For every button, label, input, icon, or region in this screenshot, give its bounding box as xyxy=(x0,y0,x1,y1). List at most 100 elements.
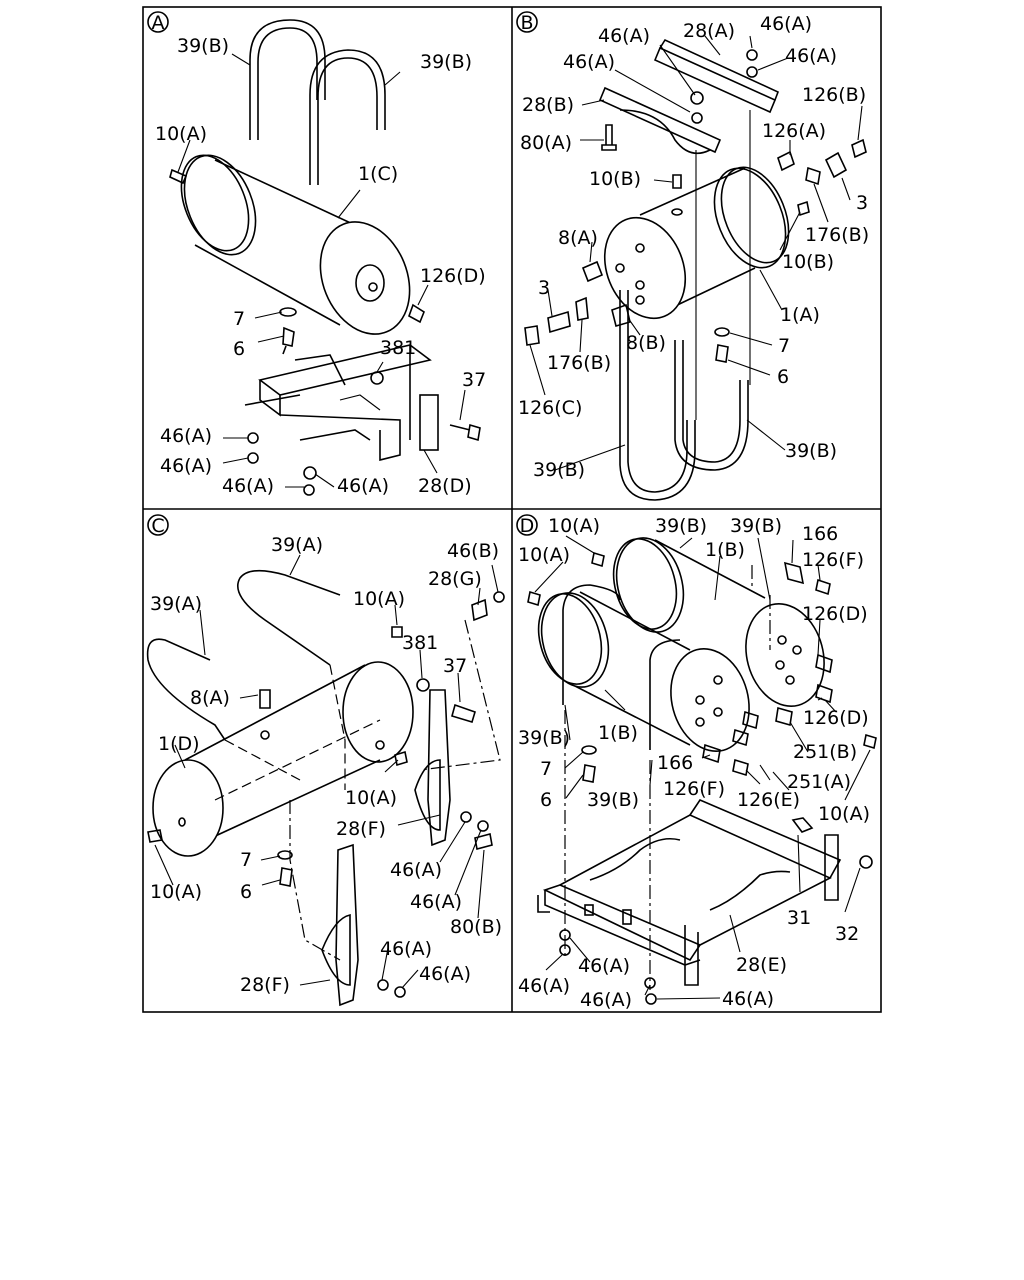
union-3-left xyxy=(547,310,571,334)
label-46a-a-3: 46(A) xyxy=(222,475,274,497)
label-46a-b-1: 46(A) xyxy=(598,25,650,47)
label-10a-d-2: 10(A) xyxy=(518,544,570,566)
fitting-251b xyxy=(775,706,793,727)
bracket-28e xyxy=(537,799,842,986)
label-10b-b-2: 10(B) xyxy=(782,251,834,273)
union-3-right xyxy=(824,151,848,179)
label-80a: 80(A) xyxy=(520,132,572,154)
nut-46a-b-2 xyxy=(690,91,704,124)
label-1d: 1(D) xyxy=(158,733,200,755)
bracket-28g xyxy=(471,598,488,622)
label-28d: 28(D) xyxy=(418,475,472,497)
nut-46a-c-4 xyxy=(394,986,406,998)
washer-7 xyxy=(279,307,297,317)
plug-10a-c-mid xyxy=(394,750,408,767)
nut-46b xyxy=(493,591,505,603)
u-bolt-39b-right xyxy=(309,49,386,185)
label-39b-a-left: 39(B) xyxy=(177,35,229,57)
plug-10a-d-2 xyxy=(527,590,541,607)
label-8a-c: 8(A) xyxy=(190,687,230,709)
label-10b-b-1: 10(B) xyxy=(589,168,641,190)
fitting-8a-c xyxy=(259,689,271,740)
strap-39b-d-2 xyxy=(649,639,681,750)
panel-d-letter: D xyxy=(520,515,535,537)
nut-46a-d-4 xyxy=(645,993,657,1005)
label-7-c: 7 xyxy=(240,849,252,871)
label-176b-left: 176(B) xyxy=(547,352,611,374)
nut-46a-d-1 xyxy=(559,929,571,941)
label-10a-a: 10(A) xyxy=(155,123,207,145)
bracket-28f-lower xyxy=(321,843,359,1007)
bracket-28a xyxy=(653,38,780,114)
fitting-126d xyxy=(408,303,425,324)
label-126b: 126(B) xyxy=(802,84,866,106)
label-166-bottom: 166 xyxy=(657,752,693,774)
nut-46a-c-2 xyxy=(477,820,489,832)
air-tank-1b-front xyxy=(537,591,750,752)
label-7-d: 7 xyxy=(540,758,552,780)
drain-cock-6 xyxy=(282,326,295,355)
label-39b-d-1: 39(B) xyxy=(655,515,707,537)
fitting-126d-d-1 xyxy=(815,653,833,674)
label-126d-a: 126(D) xyxy=(420,265,486,287)
washer-7-b xyxy=(714,327,730,337)
panel-a: A xyxy=(147,11,486,497)
label-37-c: 37 xyxy=(443,655,467,677)
label-32: 32 xyxy=(835,923,859,945)
drain-plug-10a xyxy=(169,168,188,185)
label-46a-d-2: 46(A) xyxy=(518,975,570,997)
label-46a-d-3: 46(A) xyxy=(580,989,632,1011)
label-39b-d-4: 39(B) xyxy=(587,789,639,811)
fitting-166-top xyxy=(783,561,805,585)
panel-c-letter: C xyxy=(151,515,164,537)
label-46a-c-2: 46(A) xyxy=(410,891,462,913)
fitting-126e xyxy=(732,728,749,747)
label-6-c: 6 xyxy=(240,881,252,903)
bracket-28f-upper xyxy=(414,689,451,847)
label-251b: 251(B) xyxy=(793,741,857,763)
plug-10b-right xyxy=(797,200,810,217)
label-46a-b-2: 46(A) xyxy=(760,13,812,35)
nut-46a-3 xyxy=(303,466,317,480)
connector-176b-left xyxy=(575,296,589,321)
label-126a: 126(A) xyxy=(762,120,826,142)
bolt-80a xyxy=(601,124,617,151)
panel-c-badge: C xyxy=(147,514,169,537)
label-1b-bottom: 1(B) xyxy=(598,722,638,744)
label-381-a: 381 xyxy=(380,337,416,359)
label-39b-b-right: 39(B) xyxy=(785,440,837,462)
plug-10a-d-1 xyxy=(591,551,605,568)
label-31: 31 xyxy=(787,907,811,929)
plug-10a-c-left xyxy=(147,829,163,843)
panel-a-letter: A xyxy=(152,12,165,34)
label-39b-d-2: 39(B) xyxy=(730,515,782,537)
drain-cock-6-c xyxy=(279,867,293,887)
label-126e: 126(E) xyxy=(737,789,800,811)
label-176b-right: 176(B) xyxy=(805,224,869,246)
label-39b-b-left: 39(B) xyxy=(533,459,585,481)
label-10a-d-1: 10(A) xyxy=(548,515,600,537)
label-28a: 28(A) xyxy=(683,20,735,42)
strap-39a-left xyxy=(146,638,226,741)
label-7-a: 7 xyxy=(233,308,245,330)
label-126d-d-2: 126(D) xyxy=(803,707,869,729)
fitting-126f-bottom xyxy=(732,758,749,777)
label-10a-c-1: 10(A) xyxy=(353,588,405,610)
label-1b-top: 1(B) xyxy=(705,539,745,561)
nut-46a-c-3 xyxy=(377,979,389,991)
label-46a-c-4: 46(A) xyxy=(419,963,471,985)
bolt-37 xyxy=(449,423,481,442)
label-28f-lower: 28(F) xyxy=(240,974,290,996)
connector-176b-right xyxy=(805,166,821,186)
air-tank-1c xyxy=(180,154,411,335)
label-10a-c-3: 10(A) xyxy=(150,881,202,903)
label-126f-bottom: 126(F) xyxy=(663,778,725,800)
panel-c: C xyxy=(146,514,505,1007)
label-46a-b-3: 46(A) xyxy=(785,45,837,67)
drain-cock-6-b xyxy=(715,344,729,363)
label-46a-d-1: 46(A) xyxy=(578,955,630,977)
label-46a-a-4: 46(A) xyxy=(337,475,389,497)
fitting-8b xyxy=(611,303,631,327)
nut-46a-d-3 xyxy=(644,977,656,989)
